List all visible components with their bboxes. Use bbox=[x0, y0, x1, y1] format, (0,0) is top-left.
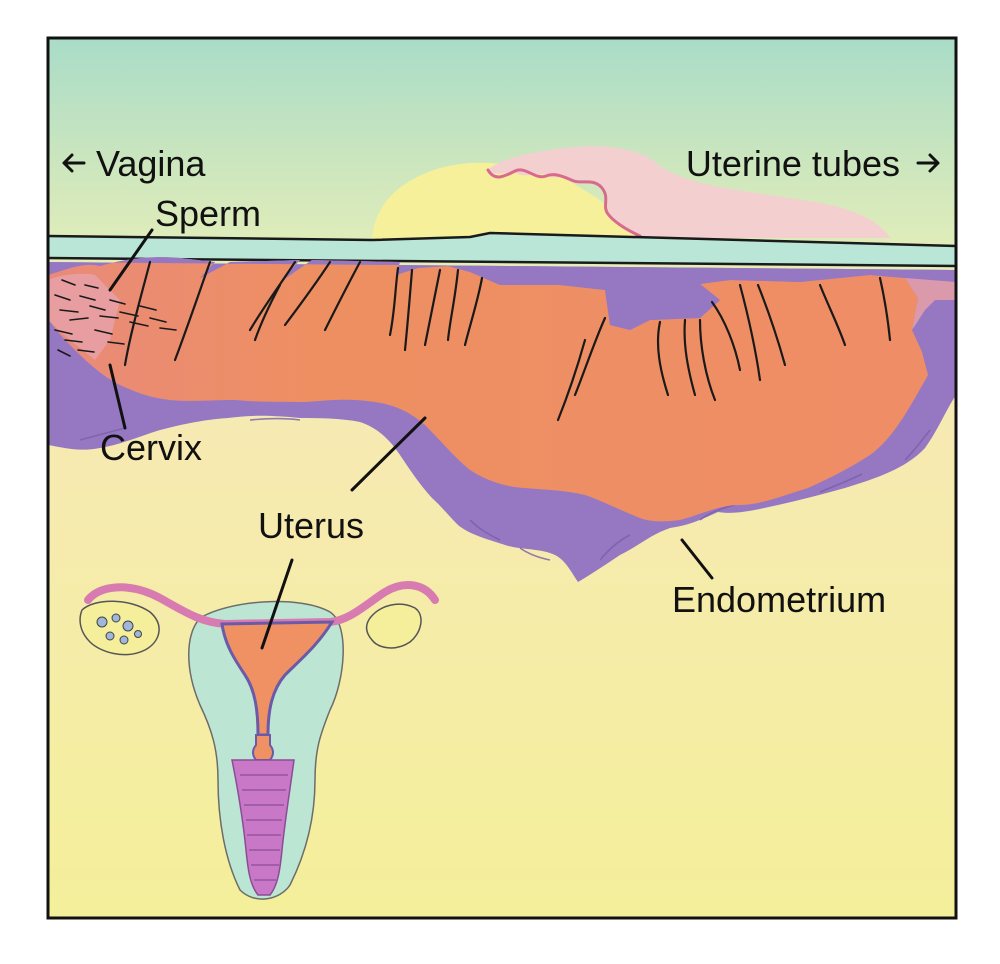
mini-cervix-canal bbox=[252, 734, 274, 761]
label-sperm: Sperm bbox=[155, 193, 261, 234]
yellow-glow-shape bbox=[372, 162, 640, 244]
label-cervix: Cervix bbox=[100, 427, 202, 468]
label-vagina: Vagina bbox=[96, 143, 206, 184]
uterus-wall-cracks bbox=[123, 260, 892, 422]
uterine-tube-edge bbox=[486, 168, 642, 238]
arrow-right-icon bbox=[916, 153, 940, 173]
uterine-tube-opening bbox=[905, 278, 956, 330]
label-vagina-group: Vagina bbox=[62, 143, 206, 184]
endometrium-texture bbox=[79, 417, 931, 561]
cervix-leader-line bbox=[108, 363, 127, 430]
frame-border bbox=[46, 36, 958, 920]
mini-ovary-follicles bbox=[96, 613, 142, 645]
cervix-tissue bbox=[48, 273, 120, 360]
mini-vagina bbox=[231, 759, 295, 896]
mini-right-ovary bbox=[365, 603, 422, 649]
uterus-top-rim bbox=[48, 257, 956, 330]
endometrium-leader-line bbox=[680, 538, 714, 580]
mini-uterus-illustration bbox=[79, 581, 439, 900]
uterus-mini-leader-line bbox=[260, 558, 294, 650]
uterus-wall bbox=[48, 257, 928, 522]
uterine-tube-shape bbox=[488, 146, 890, 238]
mini-left-ovary bbox=[79, 600, 160, 656]
label-uterine-tubes: Uterine tubes bbox=[686, 143, 900, 184]
sperm-leader-line bbox=[108, 228, 154, 292]
mini-vagina-rugae bbox=[240, 774, 288, 881]
label-uterine-tubes-group: Uterine tubes bbox=[686, 143, 940, 184]
uterus-leader-line bbox=[350, 416, 427, 492]
sperm-cluster bbox=[54, 279, 177, 357]
arrow-left-icon bbox=[62, 153, 86, 173]
label-endometrium: Endometrium bbox=[672, 579, 886, 620]
label-uterus: Uterus bbox=[258, 505, 364, 546]
